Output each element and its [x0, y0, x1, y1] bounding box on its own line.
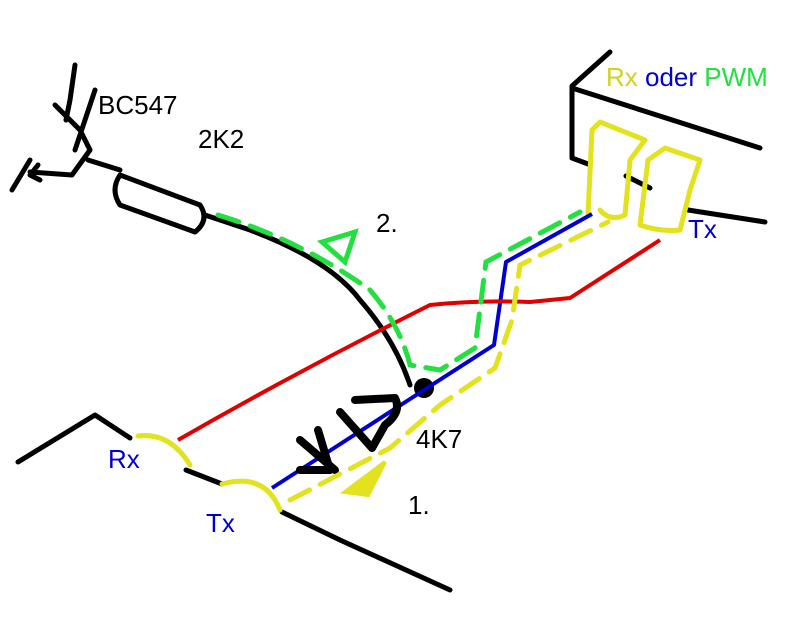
pwm-label: PWM	[704, 62, 768, 92]
arrow-2-icon	[316, 228, 359, 267]
right-rx-label: Rx	[606, 62, 638, 92]
rx-wire	[177, 238, 662, 442]
left-tx-pad	[219, 478, 283, 513]
right-tx-label: Tx	[688, 214, 717, 244]
right-connector-label: Rx oder PWM	[606, 62, 768, 93]
arrow-1-icon	[339, 460, 387, 498]
oder-label: oder	[645, 62, 698, 92]
diode-symbol	[296, 394, 401, 474]
left-board-outline	[15, 412, 453, 593]
tx-wire	[270, 212, 593, 490]
transistor-label: BC547	[98, 90, 178, 120]
left-tx-label: Tx	[206, 508, 235, 538]
right-tx-pad	[637, 145, 703, 233]
right-board-outline	[569, 49, 768, 225]
resistor-4k7-label: 4K7	[416, 424, 463, 454]
step-1-label: 1.	[408, 490, 430, 520]
resistor-2k2-label: 2K2	[198, 124, 245, 154]
signal-path-1	[287, 219, 611, 503]
left-rx-pad	[135, 433, 193, 468]
resistor-2k2	[112, 172, 413, 388]
step-2-label: 2.	[376, 208, 398, 238]
transistor-symbol	[9, 62, 123, 193]
left-rx-label: Rx	[108, 444, 140, 474]
right-rx-pad	[585, 119, 648, 221]
signal-path-2	[215, 209, 583, 373]
